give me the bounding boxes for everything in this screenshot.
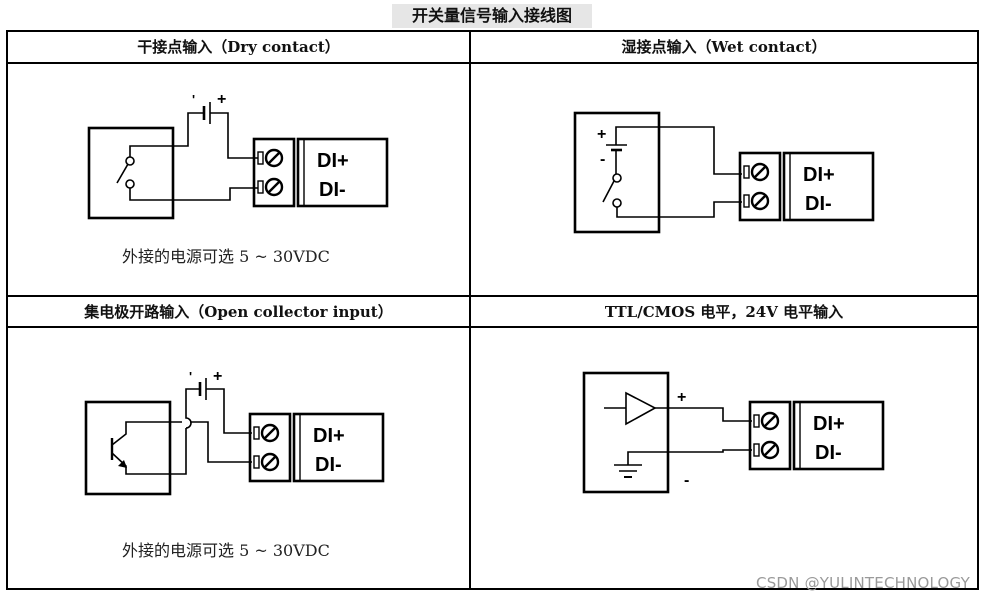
screw-icon — [260, 423, 280, 443]
ttl-cmos-diagram: + - DI+ DI- — [582, 371, 885, 494]
device-box — [582, 371, 670, 494]
ground-icon — [614, 449, 752, 478]
signal-neg-label: - — [684, 472, 689, 489]
caption-dry-power: 外接的电源可选 5 ~ 30VDC — [122, 247, 330, 266]
di-minus-label: DI- — [805, 193, 832, 215]
caption-oc-power: 外接的电源可选 5 ~ 30VDC — [122, 541, 330, 560]
battery-pos-label: + — [213, 368, 222, 385]
di-plus-label: DI+ — [813, 413, 845, 435]
device-box — [573, 111, 661, 234]
open-collector-diagram: ' + DI+ DI- — [84, 368, 385, 496]
battery-neg-label: ' — [192, 92, 195, 107]
dry-contact-diagram: ' + DI+ DI- — [87, 91, 389, 220]
terminal-block — [748, 400, 885, 471]
di-plus-label: DI+ — [313, 425, 345, 447]
battery-icon — [202, 102, 258, 159]
terminal-block — [252, 137, 389, 208]
screw-icon — [760, 440, 780, 460]
screw-icon — [750, 162, 770, 182]
terminal-block — [738, 151, 875, 222]
header-dry-contact: 干接点输入（Dry contact） — [137, 38, 340, 56]
di-minus-label: DI- — [319, 179, 346, 201]
table-divider — [6, 62, 979, 64]
switch-icon — [116, 112, 258, 201]
battery-pos-label: + — [597, 126, 606, 143]
screw-icon — [760, 411, 780, 431]
buffer-amplifier-icon — [604, 391, 752, 426]
battery-icon — [606, 126, 742, 175]
wiring-table — [6, 30, 979, 590]
wet-contact-diagram: + - DI+ DI- — [573, 111, 875, 234]
di-minus-label: DI- — [815, 442, 842, 464]
header-open-collector: 集电极开路输入（Open collector input） — [84, 303, 393, 321]
header-wet-contact: 湿接点输入（Wet contact） — [621, 38, 827, 56]
header-ttl-cmos: TTL/CMOS 电平，24V 电平输入 — [604, 303, 844, 321]
screw-icon — [750, 191, 770, 211]
di-minus-label: DI- — [315, 454, 342, 476]
table-divider — [6, 326, 979, 328]
battery-neg-label: - — [600, 151, 605, 168]
table-divider — [6, 295, 979, 297]
screw-icon — [260, 452, 280, 472]
transistor-icon — [110, 388, 252, 475]
di-plus-label: DI+ — [803, 164, 835, 186]
terminal-block — [248, 412, 385, 483]
signal-pos-label: + — [677, 389, 686, 406]
battery-pos-label: + — [217, 91, 226, 108]
table-divider — [469, 30, 471, 590]
screw-icon — [264, 148, 284, 168]
battery-icon — [198, 378, 252, 434]
switch-icon — [602, 173, 742, 218]
diagram-title: 开关量信号输入接线图 — [392, 4, 592, 28]
device-box — [87, 126, 175, 220]
device-box — [84, 400, 172, 496]
screw-icon — [264, 177, 284, 197]
battery-neg-label: ' — [189, 369, 192, 384]
di-plus-label: DI+ — [317, 150, 349, 172]
watermark: CSDN @YULINTECHNOLOGY — [756, 574, 970, 592]
